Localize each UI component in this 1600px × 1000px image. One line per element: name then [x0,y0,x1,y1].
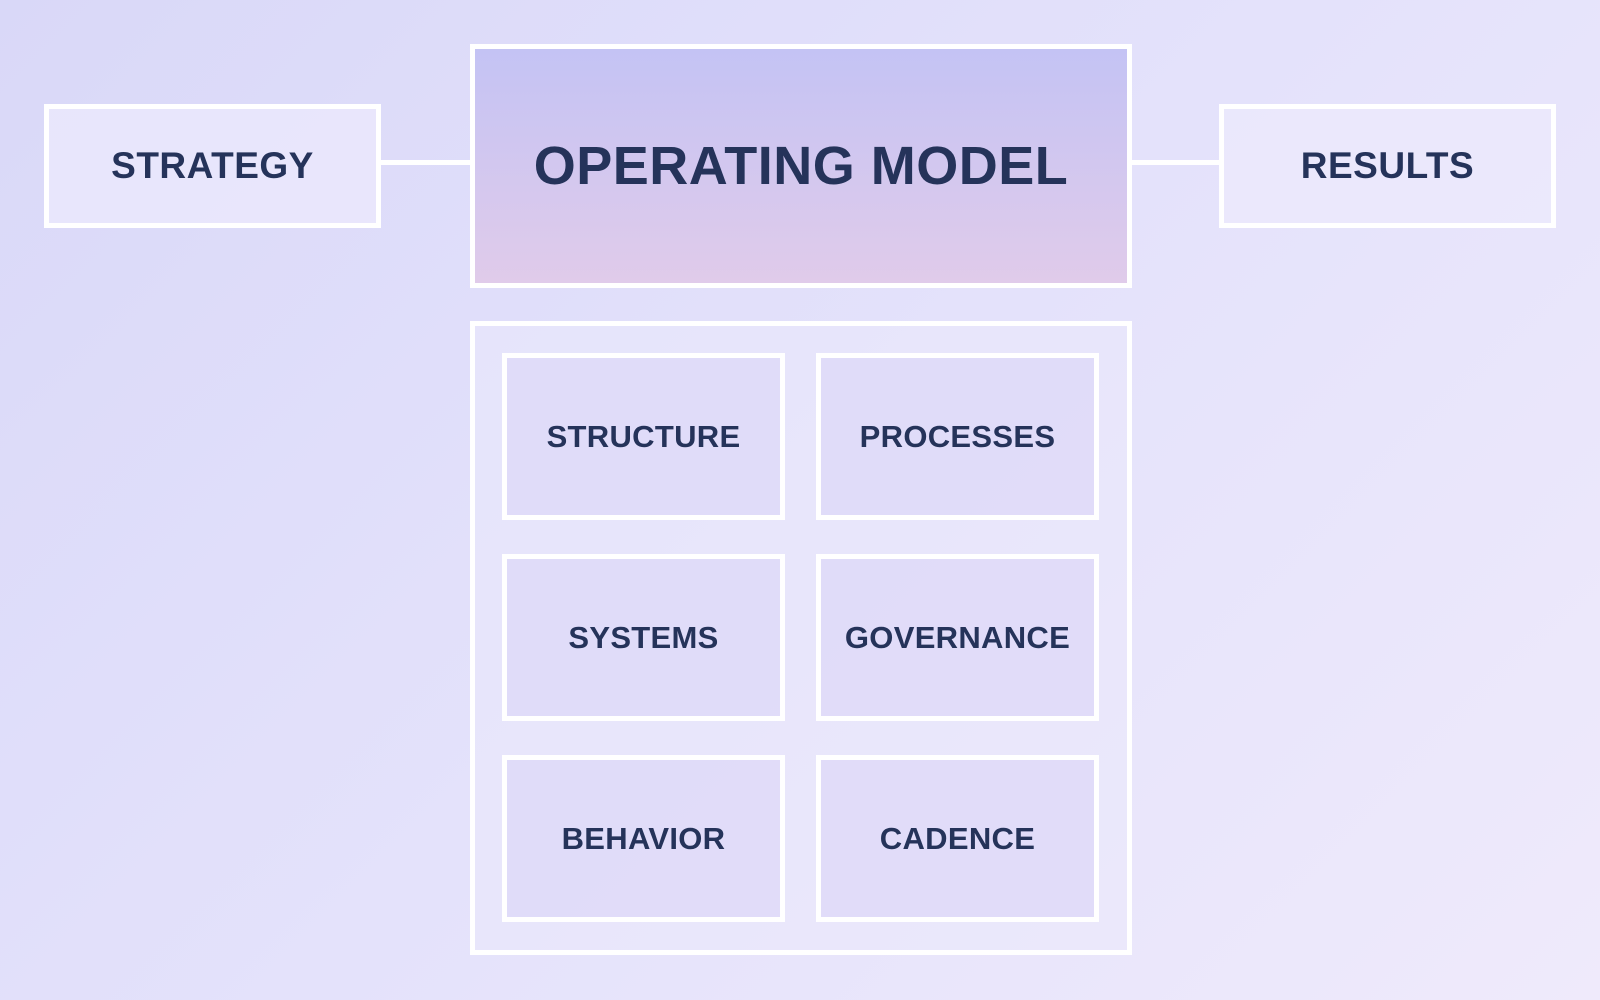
operating-model-title: OPERATING MODEL [533,136,1069,196]
operating-model-box: OPERATING MODEL [470,44,1132,288]
results-box: RESULTS [1219,104,1556,228]
component-label: GOVERNANCE [844,619,1071,655]
results-label: RESULTS [1300,145,1475,186]
component-label: STRUCTURE [546,418,741,454]
component-box-processes: PROCESSES [816,353,1099,520]
component-box-governance: GOVERNANCE [816,554,1099,721]
strategy-label: STRATEGY [111,145,314,186]
component-label: SYSTEMS [568,619,719,655]
results-connector-line [1132,160,1219,165]
component-label: PROCESSES [859,418,1056,454]
strategy-box: STRATEGY [44,104,381,228]
component-label: CADENCE [879,820,1036,856]
component-box-systems: SYSTEMS [502,554,785,721]
component-box-cadence: CADENCE [816,755,1099,922]
strategy-connector-line [381,160,470,165]
component-box-structure: STRUCTURE [502,353,785,520]
component-box-behavior: BEHAVIOR [502,755,785,922]
component-label: BEHAVIOR [561,820,726,856]
